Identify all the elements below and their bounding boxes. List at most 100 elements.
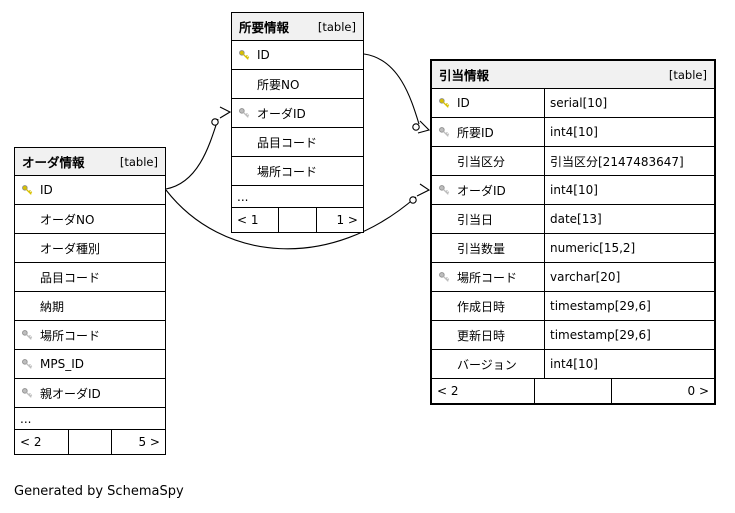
column-name-cell: 引当日 — [432, 205, 544, 233]
ellipsis-row: ... — [15, 408, 165, 430]
column-type: serial[10] — [544, 89, 714, 117]
column-name-cell: 引当数量 — [432, 234, 544, 262]
column-row: 作成日時 timestamp[29,6] — [432, 292, 714, 321]
footer-children-count: 5 > — [110, 430, 165, 454]
column-type: timestamp[29,6] — [544, 321, 714, 349]
primary-key-icon — [436, 97, 452, 109]
column-row: 品目コード — [15, 263, 165, 292]
column-row: 引当日 date[13] — [432, 205, 714, 234]
column-name: 品目コード — [40, 270, 101, 285]
footer-parents-count: < 2 — [437, 384, 459, 398]
edge-arrowhead — [416, 183, 431, 197]
foreign-key-icon — [436, 126, 452, 138]
column-name: 納期 — [40, 299, 65, 314]
generated-by-note: Generated by SchemaSpy — [14, 484, 184, 499]
table-tag: [table] — [119, 154, 158, 169]
column-name: オーダ種別 — [40, 241, 101, 256]
footer-children-count: 1 > — [315, 208, 363, 232]
foreign-key-icon — [436, 271, 452, 283]
column-name: 所要NO — [257, 77, 300, 92]
table-title: オーダ情報 — [22, 155, 85, 170]
column-name: 場所コード — [257, 164, 318, 179]
edge-endpoint-circle — [211, 118, 219, 126]
column-name: 更新日時 — [457, 328, 506, 343]
table-footer: < 1 1 > — [232, 208, 363, 232]
edge-order-to-requirement — [165, 118, 219, 190]
footer-children-count: 0 > — [610, 379, 714, 403]
foreign-key-icon — [19, 387, 35, 399]
column-name-cell: 引当区分 — [432, 147, 544, 175]
order-table-header[interactable]: オーダ情報 [table] — [15, 148, 165, 176]
column-row: 場所コード — [232, 157, 363, 186]
column-row: 所要NO — [232, 70, 363, 99]
table-title: 所要情報 — [239, 20, 290, 35]
column-name: 場所コード — [457, 270, 518, 285]
column-name: 引当数量 — [457, 241, 506, 256]
edge-arrowhead — [219, 106, 232, 119]
requirement-table: 所要情報 [table] ID 所要NO オーダID 品目コード 場所コード .… — [231, 12, 364, 233]
foreign-key-icon — [436, 184, 452, 196]
column-name: 所要ID — [457, 125, 494, 140]
column-row: オーダNO — [15, 205, 165, 234]
column-row: ID serial[10] — [432, 89, 714, 118]
column-name-cell: 場所コード — [432, 263, 544, 291]
column-row: ID — [15, 176, 165, 205]
column-name: 場所コード — [40, 328, 101, 343]
column-name: 引当日 — [457, 212, 494, 227]
primary-key-icon — [236, 49, 252, 61]
foreign-key-icon — [19, 358, 35, 370]
column-type: varchar[20] — [544, 263, 714, 291]
column-name: 品目コード — [257, 135, 318, 150]
column-row: オーダID — [232, 99, 363, 128]
column-type: 引当区分[2147483647] — [544, 147, 714, 175]
table-footer: < 2 0 > — [432, 379, 714, 403]
column-type: int4[10] — [544, 176, 714, 204]
column-name: 親オーダID — [40, 386, 101, 401]
column-row: 所要ID int4[10] — [432, 118, 714, 147]
column-row: 引当区分 引当区分[2147483647] — [432, 147, 714, 176]
ellipsis-text: ... — [20, 411, 32, 426]
column-name: 引当区分 — [457, 154, 506, 169]
foreign-key-icon — [236, 107, 252, 119]
requirement-table-header[interactable]: 所要情報 [table] — [232, 13, 363, 41]
column-name: ID — [257, 48, 270, 62]
order-table: オーダ情報 [table] ID オーダNO オーダ種別 品目コード 納期 場所… — [14, 147, 166, 455]
column-type: numeric[15,2] — [544, 234, 714, 262]
edge-endpoint-circle — [412, 123, 420, 131]
table-footer: < 2 5 > — [15, 430, 165, 454]
footer-spacer-cell — [278, 208, 315, 232]
edge-arrowhead — [417, 120, 431, 134]
column-row: 場所コード — [15, 321, 165, 350]
column-row: ID — [232, 41, 363, 70]
column-row: 場所コード varchar[20] — [432, 263, 714, 292]
primary-key-icon — [19, 184, 35, 196]
table-tag: [table] — [668, 67, 707, 82]
column-name-cell: バージョン — [432, 350, 544, 378]
column-row: オーダ種別 — [15, 234, 165, 263]
column-row: 親オーダID — [15, 379, 165, 408]
column-name: オーダID — [457, 183, 506, 198]
allocation-table: 引当情報 [table] ID serial[10] 所要ID int4[10]… — [430, 59, 716, 405]
table-title: 引当情報 — [439, 68, 490, 83]
column-type: date[13] — [544, 205, 714, 233]
column-row: 品目コード — [232, 128, 363, 157]
column-row: バージョン int4[10] — [432, 350, 714, 379]
column-row: 更新日時 timestamp[29,6] — [432, 321, 714, 350]
column-name: バージョン — [457, 357, 517, 372]
column-name-cell: オーダID — [432, 176, 544, 204]
footer-spacer-cell — [534, 379, 611, 403]
column-row: オーダID int4[10] — [432, 176, 714, 205]
column-name: ID — [40, 183, 53, 197]
footer-spacer-cell — [68, 430, 110, 454]
column-name-cell: 所要ID — [432, 118, 544, 146]
column-name: MPS_ID — [40, 357, 84, 371]
column-name-cell: 更新日時 — [432, 321, 544, 349]
column-row: 納期 — [15, 292, 165, 321]
column-name: オーダID — [257, 106, 306, 121]
allocation-table-header[interactable]: 引当情報 [table] — [432, 61, 714, 89]
foreign-key-icon — [19, 329, 35, 341]
column-row: MPS_ID — [15, 350, 165, 379]
footer-parents-count: < 1 — [237, 213, 259, 227]
column-name: 作成日時 — [457, 299, 506, 314]
